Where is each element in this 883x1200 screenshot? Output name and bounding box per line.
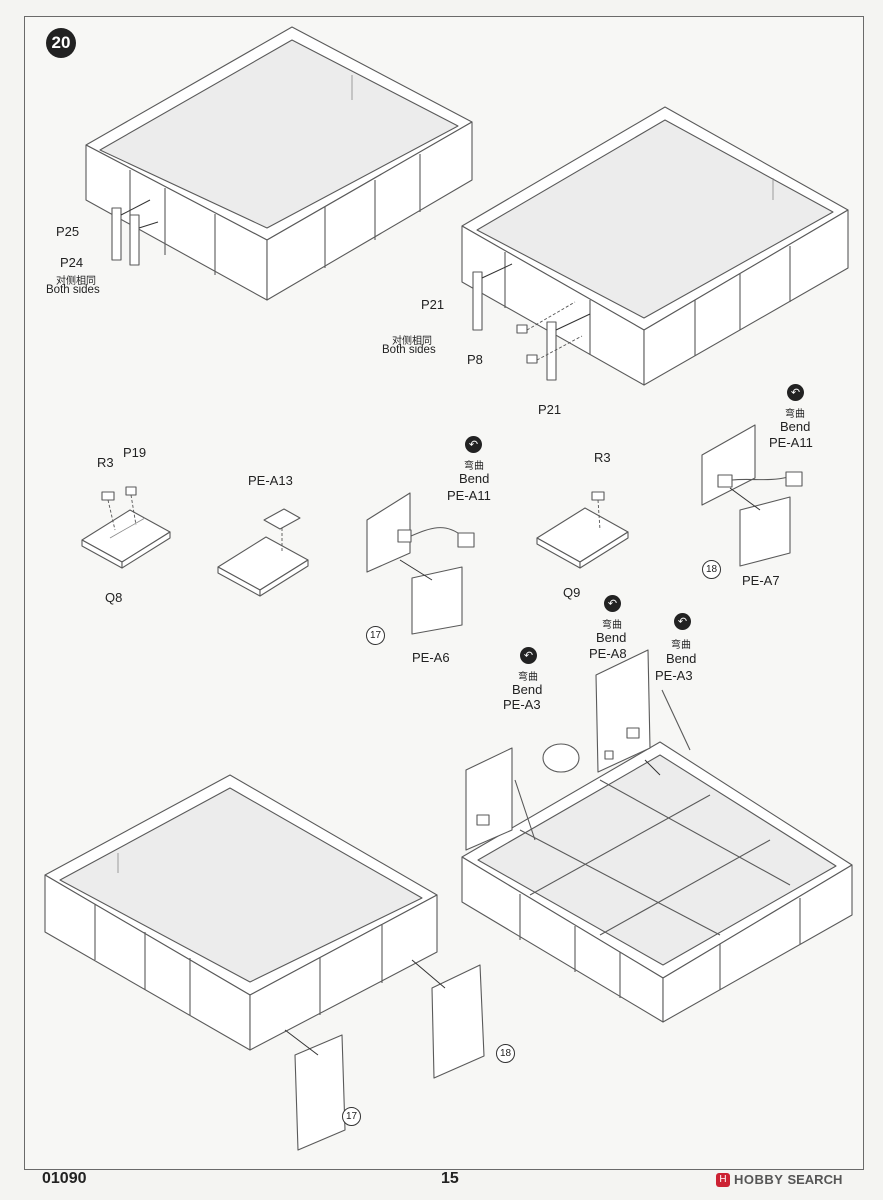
label-bend-cn-1: 弯曲 bbox=[464, 461, 484, 472]
ref-18-right: 18 bbox=[702, 560, 721, 579]
label-pe-a3-right: PE-A3 bbox=[655, 668, 693, 683]
label-bend-en-2: Bend bbox=[780, 419, 811, 434]
label-bend-en-3: Bend bbox=[596, 630, 627, 645]
ref-18-bottom: 18 bbox=[496, 1044, 515, 1063]
watermark: H HOBBY SEARCH bbox=[716, 1172, 842, 1187]
label-pe-a3-left: PE-A3 bbox=[503, 697, 541, 712]
label-both-sides-cn-1: 对侧相同 bbox=[56, 276, 96, 287]
bend-icon: ↶ bbox=[465, 436, 482, 453]
label-bend-en-5: Bend bbox=[512, 682, 543, 697]
pe-a11-a6-assembly bbox=[366, 492, 475, 635]
label-pe-a11-right: PE-A11 bbox=[769, 435, 813, 450]
step-number: 20 bbox=[51, 33, 71, 52]
label-r3-left: R3 bbox=[97, 455, 114, 470]
truck-bed-bottom-right bbox=[461, 649, 853, 1023]
label-bend-cn-2: 弯曲 bbox=[785, 409, 805, 420]
product-code: 01090 bbox=[42, 1170, 87, 1187]
label-pe-a8: PE-A8 bbox=[589, 646, 627, 661]
truck-bed-top-right bbox=[461, 106, 849, 386]
truck-bed-top-left bbox=[85, 26, 473, 301]
label-p8: P8 bbox=[467, 352, 483, 367]
step-number-badge: 20 bbox=[46, 28, 76, 58]
bend-icon: ↶ bbox=[674, 613, 691, 630]
page-number: 15 bbox=[441, 1170, 459, 1187]
q8-assembly bbox=[81, 486, 171, 569]
label-pe-a6: PE-A6 bbox=[412, 650, 450, 665]
label-r3-right: R3 bbox=[594, 450, 611, 465]
label-p24: P24 bbox=[60, 255, 84, 270]
watermark-site: SEARCH bbox=[787, 1172, 843, 1187]
label-q9: Q9 bbox=[563, 585, 581, 600]
ref-17-mid: 17 bbox=[366, 626, 385, 645]
label-both-sides-cn-2: 对侧相同 bbox=[392, 336, 432, 347]
bend-icon: ↶ bbox=[787, 384, 804, 401]
label-bend-en-4: Bend bbox=[666, 651, 697, 666]
label-bend-cn-5: 弯曲 bbox=[518, 672, 538, 683]
watermark-brand: HOBBY bbox=[734, 1172, 784, 1187]
pe-a11-a7-assembly bbox=[701, 424, 803, 567]
label-p25: P25 bbox=[56, 224, 80, 239]
bend-icon: ↶ bbox=[520, 647, 537, 664]
label-bend-cn-4: 弯曲 bbox=[671, 640, 691, 651]
label-p21-bottom: P21 bbox=[538, 402, 562, 417]
hobby-search-logo-icon: H bbox=[716, 1172, 730, 1187]
label-both-sides-en-2: Both sides bbox=[382, 344, 436, 356]
truck-bed-bottom-left bbox=[44, 774, 485, 1151]
q9-assembly bbox=[536, 491, 629, 569]
ref-17-bottom: 17 bbox=[342, 1107, 361, 1126]
label-pe-a13: PE-A13 bbox=[248, 473, 293, 488]
label-bend-cn-3: 弯曲 bbox=[602, 620, 622, 631]
pe-a13-assembly bbox=[217, 508, 309, 597]
bend-icon: ↶ bbox=[604, 595, 621, 612]
label-p19: P19 bbox=[123, 445, 147, 460]
label-pe-a7: PE-A7 bbox=[742, 573, 780, 588]
label-p21-top: P21 bbox=[421, 297, 445, 312]
label-pe-a11-mid: PE-A11 bbox=[447, 488, 491, 503]
label-bend-en-1: Bend bbox=[459, 471, 490, 486]
label-both-sides-en-1: Both sides bbox=[46, 284, 100, 296]
label-q8: Q8 bbox=[105, 590, 123, 605]
